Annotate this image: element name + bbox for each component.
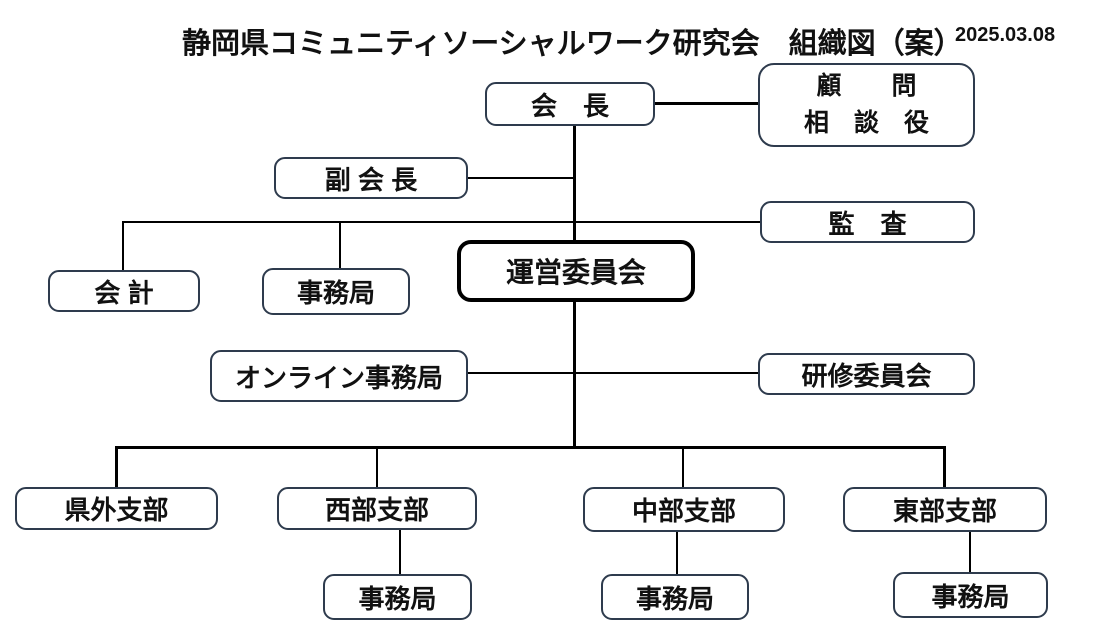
node-online-office-label: オンライン事務局 [234, 362, 443, 393]
node-head-office: 事務局 [262, 268, 410, 315]
node-online-office: オンライン事務局 [210, 350, 468, 402]
connector-steering-down [573, 302, 576, 448]
node-branch-outside-pref-label: 県外支部 [64, 495, 169, 525]
node-chairman: 会 長 [485, 82, 655, 126]
node-training-committee: 研修委員会 [758, 353, 975, 395]
node-advisor: 顧 問 相 談 役 [758, 63, 975, 147]
node-branch-central-office: 事務局 [601, 574, 749, 620]
node-branch-west: 西部支部 [277, 487, 477, 530]
node-steering-committee-label: 運営委員会 [505, 257, 646, 288]
node-branch-west-office-label: 事務局 [358, 583, 437, 614]
node-branch-west-office: 事務局 [323, 574, 472, 620]
node-head-office-label: 事務局 [296, 278, 375, 308]
connector-branch-central-drop [682, 446, 684, 487]
connector-west-office-link [399, 530, 401, 574]
node-audit-label: 監 査 [828, 208, 907, 239]
node-audit: 監 査 [760, 201, 975, 243]
connector-branch-east-drop [943, 446, 946, 487]
connector-row2-horizontal [115, 446, 946, 449]
connector-head-office-drop [339, 221, 341, 268]
connector-central-office-link [676, 532, 678, 574]
node-accounting-label: 会 計 [94, 277, 154, 308]
node-branch-central-office-label: 事務局 [635, 583, 714, 614]
connector-row1-horizontal [122, 221, 760, 223]
node-branch-west-label: 西部支部 [324, 495, 429, 525]
connector-east-office-link [969, 532, 971, 572]
connector-accounting-drop [122, 221, 124, 270]
node-chairman-label: 会 長 [530, 90, 609, 121]
node-branch-outside-pref: 県外支部 [15, 487, 218, 530]
connector-chairman-down [573, 126, 576, 240]
node-steering-committee: 運営委員会 [457, 240, 695, 302]
node-branch-east-office-label: 事務局 [931, 581, 1010, 612]
node-advisor-label-line1: 顧 問 [816, 71, 917, 100]
page-title: 静岡県コミュニティソーシャルワーク研究会 組織図（案） [182, 28, 963, 60]
date-label: 2025.03.08 [955, 24, 1056, 46]
node-branch-central: 中部支部 [583, 487, 785, 532]
connector-branch-west-drop [376, 446, 378, 487]
node-training-committee-label: 研修委員会 [801, 360, 932, 391]
node-accounting: 会 計 [48, 270, 200, 312]
node-branch-east-office: 事務局 [893, 572, 1048, 618]
connector-chairman-advisor [655, 102, 758, 105]
node-branch-east: 東部支部 [843, 487, 1047, 532]
node-branch-central-label: 中部支部 [631, 496, 736, 526]
node-vice-chairman: 副 会 長 [274, 157, 468, 199]
node-branch-east-label: 東部支部 [892, 496, 997, 526]
connector-vice-chairman [468, 177, 573, 179]
connector-online-training [468, 372, 758, 374]
node-vice-chairman-label: 副 会 長 [324, 164, 418, 195]
connector-branch-outside-drop [115, 446, 118, 487]
node-advisor-label-line2: 相 談 役 [803, 109, 929, 137]
